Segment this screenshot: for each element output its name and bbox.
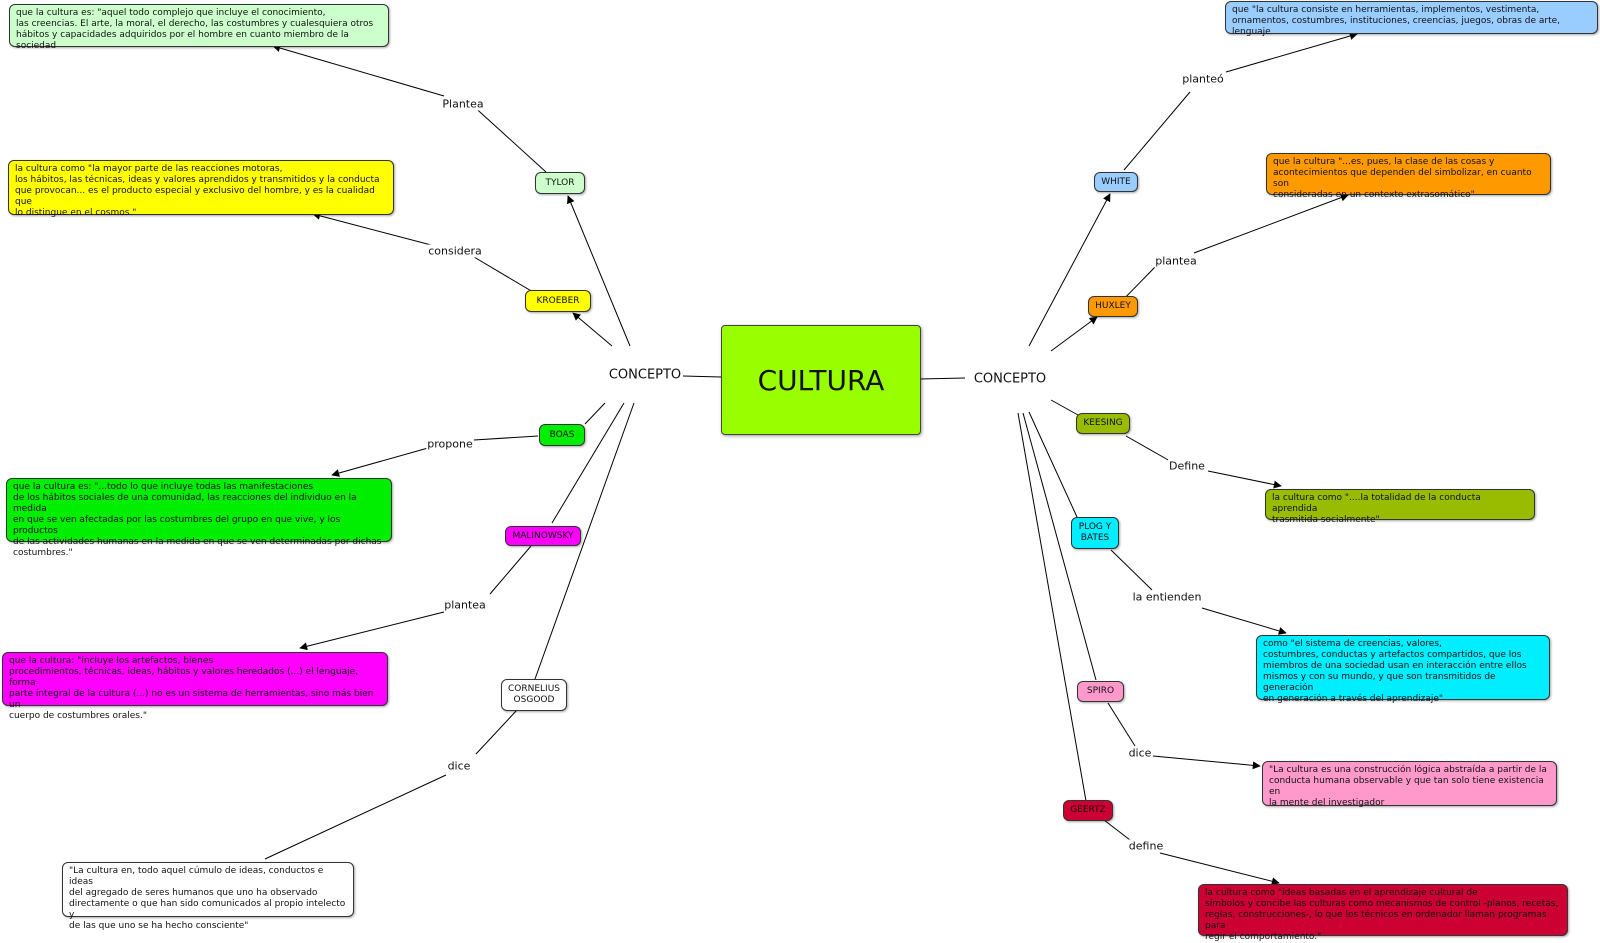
concept-label-right: CONCEPTO xyxy=(972,371,1048,387)
author-node-keesing: KEESING xyxy=(1076,413,1130,434)
link-label-malinowsky: plantea xyxy=(443,598,487,612)
author-node-tylor: TYLOR xyxy=(535,172,585,194)
definition-box-kroeber: la cultura como "la mayor parte de las r… xyxy=(8,160,394,218)
link-label-huxley: plantea xyxy=(1154,254,1198,268)
definition-box-plog-y-bates: como "el sistema de creencias, valores, … xyxy=(1256,635,1550,704)
definition-box-osgood: "La cultura en, todo aquel cúmulo de ide… xyxy=(62,862,354,931)
definition-box-huxley: que la cultura "...es, pues, la clase de… xyxy=(1266,153,1551,200)
author-node-spiro: SPIRO xyxy=(1077,681,1124,702)
concept-label-left: CONCEPTO xyxy=(607,367,683,383)
definition-box-white: que "la cultura consiste en herramientas… xyxy=(1225,1,1598,37)
author-node-boas: BOAS xyxy=(539,424,585,446)
link-label-keesing: Define xyxy=(1168,459,1206,473)
author-node-malinowsky: MALINOWSKY xyxy=(505,526,581,546)
link-label-tylor: Plantea xyxy=(441,97,485,111)
definition-box-keesing: la cultura como "....la totalidad de la … xyxy=(1265,489,1535,525)
definition-box-boas: que la cultura es: "...todo lo que inclu… xyxy=(6,478,392,558)
author-node-plog-y-bates: PLOG Y BATES xyxy=(1071,517,1119,549)
link-label-geertz: define xyxy=(1127,839,1165,853)
definition-box-malinowsky: que la cultura: "incluye los artefactos,… xyxy=(2,652,388,721)
author-node-geertz: GEERTZ xyxy=(1063,800,1113,821)
definition-box-tylor: que la cultura es: "aquel todo complejo … xyxy=(9,4,389,51)
definition-box-geertz: la cultura como "ideas basadas en el apr… xyxy=(1198,884,1568,942)
link-label-boas: propone xyxy=(426,437,474,451)
definition-box-spiro: "La cultura es una construcción lógica a… xyxy=(1262,761,1557,808)
author-node-white: WHITE xyxy=(1094,172,1138,192)
author-node-kroeber: KROEBER xyxy=(525,290,591,312)
author-node-osgood: CORNELIUS OSGOOD xyxy=(501,679,567,711)
link-label-plog-y-bates: la entienden xyxy=(1131,590,1203,604)
link-label-white: planteó xyxy=(1181,72,1225,86)
author-node-huxley: HUXLEY xyxy=(1088,296,1138,317)
link-label-osgood: dice xyxy=(446,759,472,773)
center-node-cultura: CULTURA xyxy=(721,325,921,435)
link-label-spiro: dice xyxy=(1127,746,1153,760)
link-label-kroeber: considera xyxy=(427,244,483,258)
